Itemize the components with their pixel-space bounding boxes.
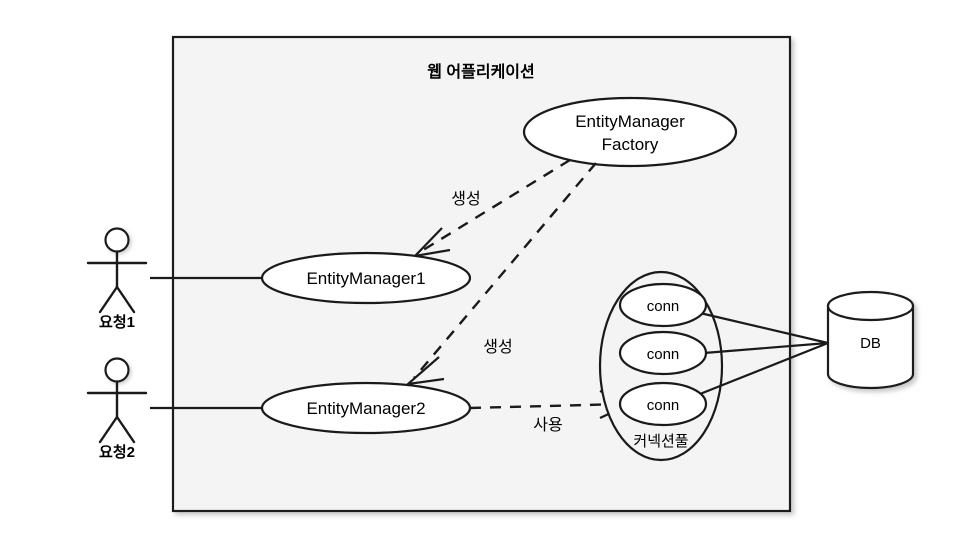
- edge-factory-to-em1: [419, 158, 571, 254]
- em1-ellipse: [260, 251, 472, 305]
- conn-label: conn: [647, 397, 680, 414]
- conn-label: conn: [647, 298, 680, 315]
- node-entitymanager2[interactable]: EntityManager2: [260, 381, 472, 435]
- em1-label: EntityManager1: [306, 269, 425, 288]
- node-conn-1[interactable]: conn: [618, 282, 708, 328]
- edge-conn2-to-db: [703, 341, 829, 355]
- page-title: 웹 어플리케이션: [427, 63, 535, 81]
- conn-ellipse: [618, 330, 708, 376]
- edge-label-create-2: 생성: [483, 338, 512, 356]
- edge-label-use: 사용: [533, 416, 562, 434]
- actor-right-leg-line: [115, 415, 136, 444]
- factory-label-line1: EntityManager: [575, 112, 685, 131]
- actor-left-leg-line: [98, 285, 119, 314]
- node-entitymanager-factory[interactable]: EntityManager Factory: [522, 96, 738, 168]
- actor-head-icon: [104, 227, 130, 253]
- db-cylinder-top: [826, 290, 915, 322]
- node-conn-3[interactable]: conn: [618, 381, 708, 427]
- conn-ellipse: [618, 282, 708, 328]
- edge-conn3-to-db: [699, 341, 829, 396]
- node-database[interactable]: DB: [826, 290, 915, 390]
- factory-label-line2: Factory: [602, 135, 659, 154]
- db-cylinder-body: [826, 304, 915, 390]
- conn-label: conn: [647, 346, 680, 363]
- edge-label-create-1: 생성: [451, 190, 480, 208]
- actor-request2[interactable]: 요청2: [86, 357, 148, 462]
- edge-em2-to-conn: [469, 402, 625, 410]
- db-label: DB: [860, 335, 881, 352]
- edge-conn1-to-db: [699, 311, 829, 345]
- em2-label: EntityManager2: [306, 399, 425, 418]
- actor-right-leg-line: [115, 285, 136, 314]
- actor-label: 요청1: [99, 314, 135, 331]
- factory-ellipse: [522, 96, 738, 168]
- conn-ellipse: [618, 381, 708, 427]
- node-conn-2[interactable]: conn: [618, 330, 708, 376]
- actor-request1[interactable]: 요청1: [86, 227, 148, 332]
- node-entitymanager1[interactable]: EntityManager1: [260, 251, 472, 305]
- edge-factory-to-em2: [413, 162, 597, 379]
- pool-label: 커넥션풀: [633, 433, 688, 450]
- actor-left-leg-line: [98, 415, 119, 444]
- actor-label: 요청2: [99, 444, 135, 461]
- actor-head-icon: [104, 357, 130, 383]
